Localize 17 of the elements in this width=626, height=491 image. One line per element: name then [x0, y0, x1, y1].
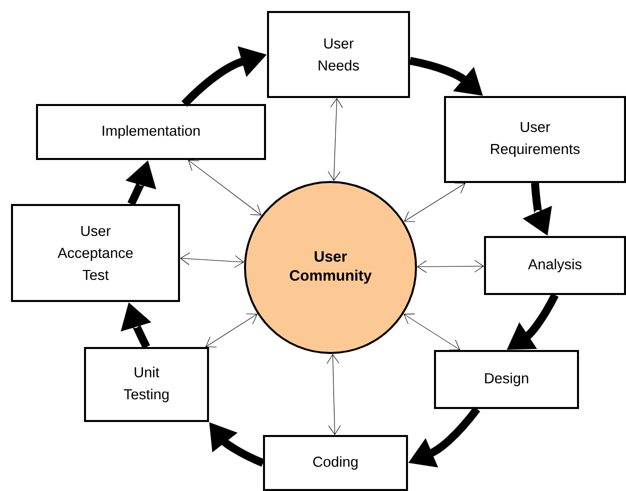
double-arrow — [205, 314, 258, 348]
double-arrow — [404, 182, 466, 222]
process-box: Coding — [263, 435, 408, 491]
process-box: User Needs — [267, 11, 410, 98]
process-box: Design — [434, 350, 579, 409]
process-box: Analysis — [484, 236, 626, 295]
double-arrow — [417, 260, 484, 273]
double-arrow — [403, 314, 460, 350]
double-arrow — [326, 354, 341, 435]
process-box: User Acceptance Test — [11, 204, 180, 302]
double-arrow — [188, 160, 262, 216]
double-arrow — [328, 98, 343, 182]
process-box: User Requirements — [444, 96, 626, 183]
circle-node: User Community — [244, 181, 417, 354]
double-arrow — [180, 252, 244, 268]
process-box: Implementation — [36, 104, 266, 160]
process-box: Unit Testing — [84, 347, 209, 422]
